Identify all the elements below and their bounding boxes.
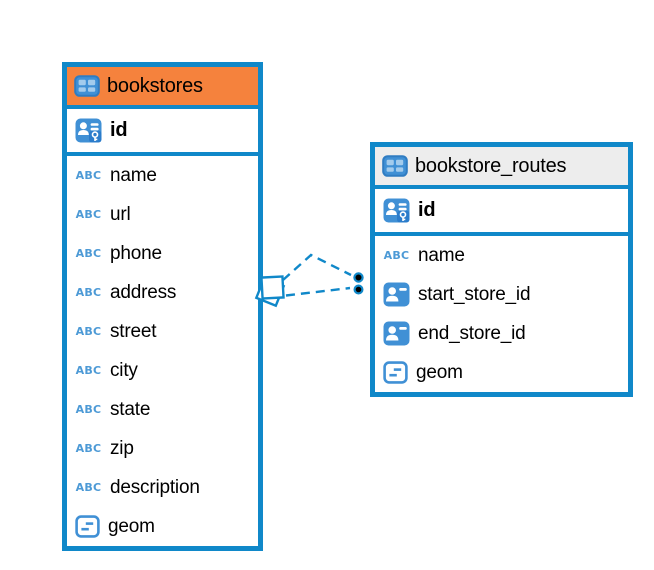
reference-icon [383,321,410,346]
column-row-id[interactable]: id [67,109,258,152]
text-type-icon: ABC [75,208,102,221]
column-label: start_store_id [418,283,531,305]
column-row-end-store-id[interactable]: end_store_id [375,314,628,353]
divider [375,232,628,236]
column-label: phone [110,242,162,264]
relationship-line-upper[interactable] [282,253,352,281]
column-row-name[interactable]: ABC name [375,236,628,275]
table-bookstores[interactable]: bookstores id ABC name ABC url ABC phone… [62,62,263,551]
column-label: end_store_id [418,322,526,344]
table-header[interactable]: bookstores [67,67,258,105]
table-icon [74,75,100,97]
column-label: state [110,398,151,420]
column-label: url [110,203,131,225]
relationship-link[interactable] [254,253,366,308]
column-label: name [418,244,465,266]
table-header[interactable]: bookstore_routes [375,147,628,185]
text-type-icon: ABC [75,247,102,260]
column-label: geom [416,361,463,383]
text-type-icon: ABC [75,364,102,377]
text-type-icon: ABC [75,169,102,182]
column-row-address[interactable]: ABC address [67,273,258,312]
table-title: bookstores [107,74,203,97]
column-row-url[interactable]: ABC url [67,195,258,234]
table-icon [382,155,408,177]
column-row-id[interactable]: id [375,189,628,232]
column-row-state[interactable]: ABC state [67,390,258,429]
column-label: id [418,199,436,221]
column-row-street[interactable]: ABC street [67,312,258,351]
column-row-name[interactable]: ABC name [67,156,258,195]
column-row-geom[interactable]: geom [375,353,628,392]
column-row-description[interactable]: ABC description [67,468,258,507]
divider [67,105,258,109]
text-type-icon: ABC [75,481,102,494]
text-type-icon: ABC [75,442,102,455]
geometry-type-icon [75,515,100,538]
divider [375,185,628,189]
column-label: id [110,119,128,141]
column-label: zip [110,437,134,459]
table-bookstore-routes[interactable]: bookstore_routes id ABC name start_store… [370,142,633,397]
divider [67,152,258,156]
column-row-start-store-id[interactable]: start_store_id [375,275,628,314]
column-label: street [110,320,157,342]
column-label: geom [108,515,155,537]
column-row-city[interactable]: ABC city [67,351,258,390]
text-type-icon: ABC [75,325,102,338]
text-type-icon: ABC [75,286,102,299]
reference-icon [383,282,410,307]
relationship-line-lower[interactable] [285,286,351,297]
text-type-icon: ABC [75,403,102,416]
dot-marker[interactable] [351,270,366,295]
primary-key-icon [75,118,102,143]
table-title: bookstore_routes [415,154,567,177]
primary-key-icon [383,198,410,223]
column-label: address [110,281,177,303]
geometry-type-icon [383,361,408,384]
column-row-geom[interactable]: geom [67,507,258,546]
text-type-icon: ABC [383,249,410,262]
column-row-zip[interactable]: ABC zip [67,429,258,468]
column-row-phone[interactable]: ABC phone [67,234,258,273]
column-label: name [110,164,157,186]
column-label: description [110,476,200,498]
column-label: city [110,359,138,381]
